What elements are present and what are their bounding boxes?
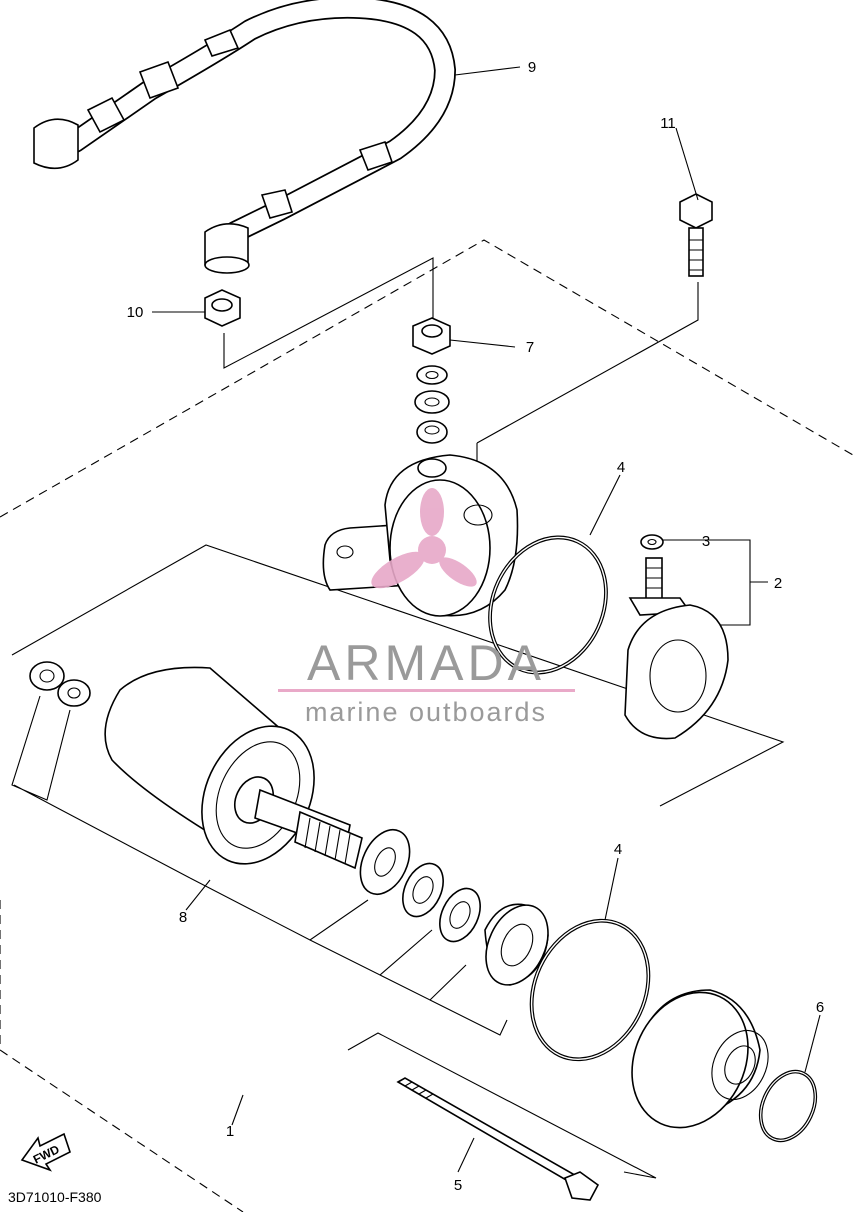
callout-3: 3	[702, 533, 710, 550]
watermark-rule	[278, 689, 575, 692]
callout-9: 9	[528, 59, 536, 76]
bolt-11	[679, 193, 713, 277]
nut-10	[204, 289, 241, 327]
callout-7: 7	[526, 339, 534, 356]
o-ring-4-upper	[488, 535, 608, 675]
brush-holder-assembly-2	[624, 534, 729, 740]
callout-1: 1	[226, 1123, 234, 1140]
armature-8	[29, 661, 363, 870]
armada-logo-icon	[371, 488, 477, 589]
group-brackets	[11, 257, 785, 1179]
front-cover-housing	[322, 454, 519, 617]
callout-5: 5	[454, 1177, 462, 1194]
callout-2: 2	[774, 575, 782, 592]
callout-6: 6	[816, 999, 824, 1016]
callout-8: 8	[179, 909, 187, 926]
o-ring-6	[758, 1069, 818, 1143]
callout-11: 11	[660, 115, 676, 132]
callout-leaders	[152, 66, 821, 1173]
washers-and-rear-cover	[359, 829, 769, 1129]
o-ring-4-lower	[529, 918, 651, 1062]
nut-and-washers-7	[412, 317, 451, 444]
through-bolt-5	[396, 1077, 600, 1201]
spark-plug-cap-cable	[33, 0, 457, 274]
callout-4-upper: 4	[617, 459, 625, 476]
assembly-dashed-outline	[0, 239, 853, 1212]
diagram-code: 3D71010-F380	[8, 1189, 102, 1205]
callout-10: 10	[127, 304, 144, 321]
watermark-tagline: marine outboards	[305, 697, 547, 727]
callout-4-lower: 4	[614, 841, 622, 858]
watermark-brand: ARMADA	[307, 635, 545, 691]
forward-arrow-icon: FWD	[20, 1132, 71, 1172]
